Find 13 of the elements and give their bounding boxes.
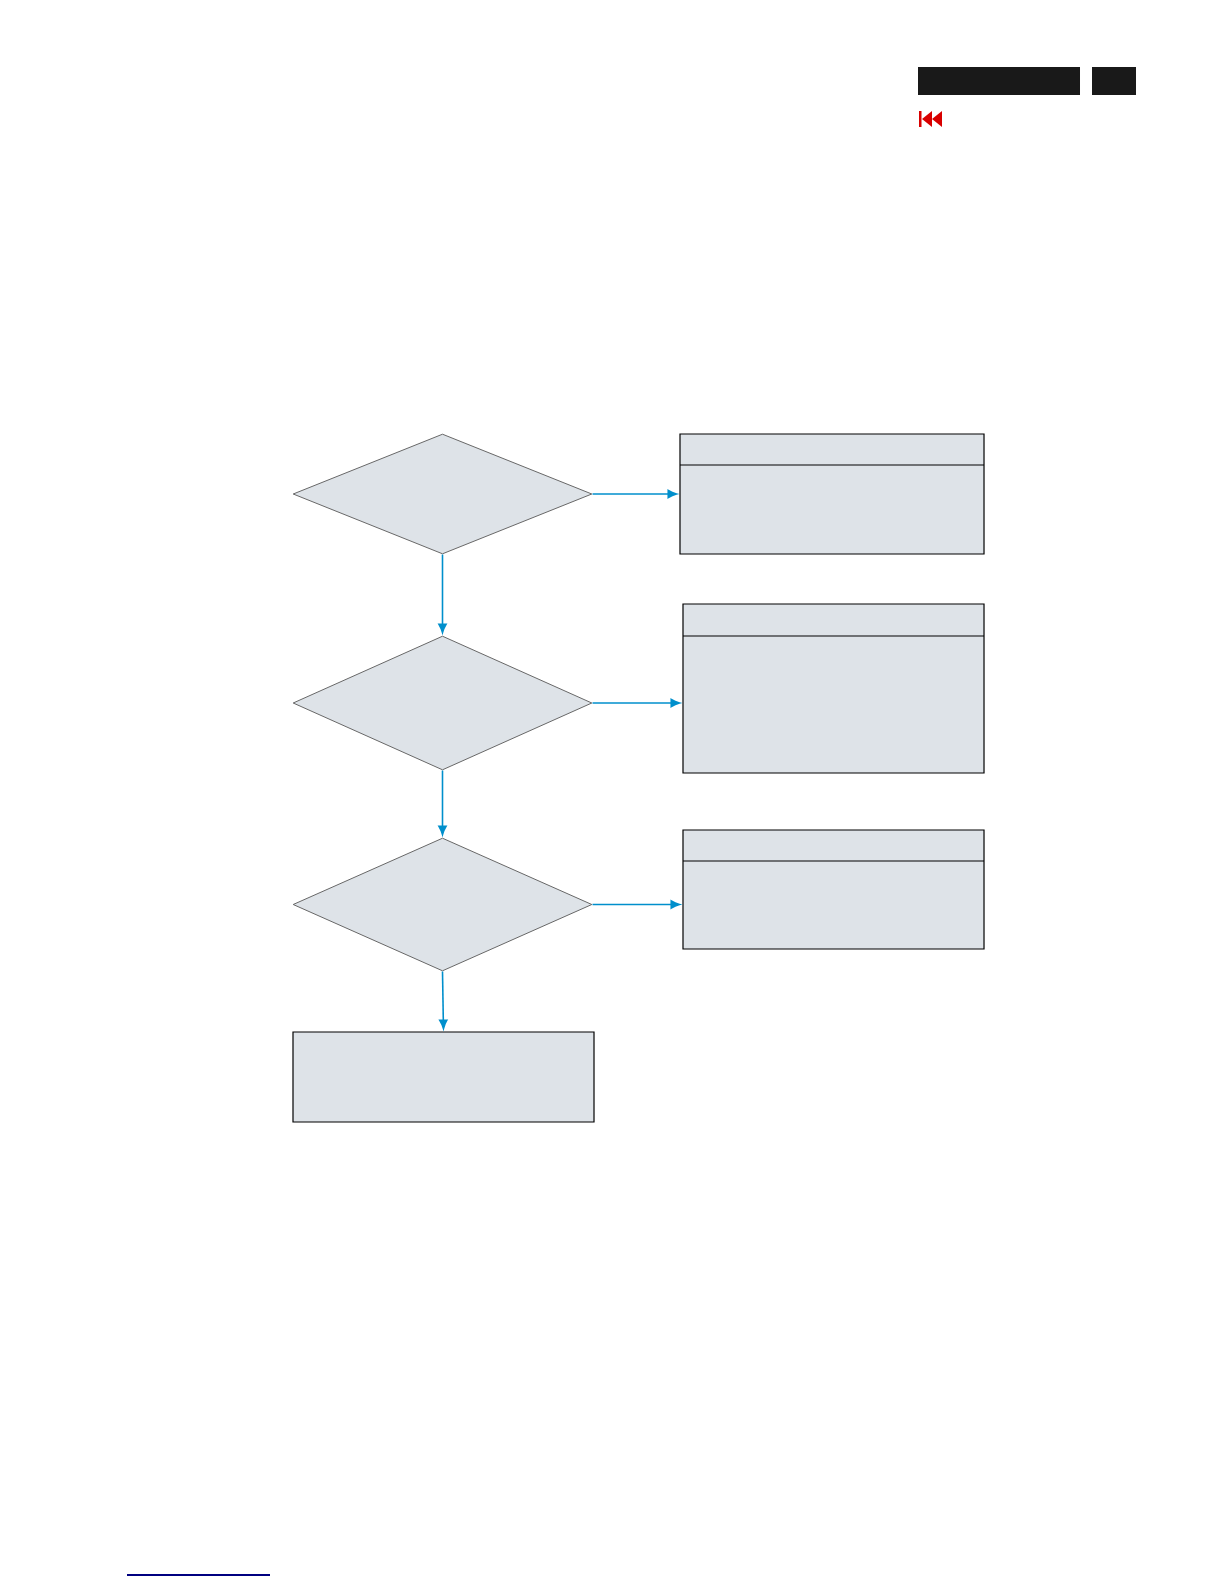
arrow (438, 769, 447, 836)
arrow (438, 553, 447, 634)
arrow (439, 970, 448, 1030)
arrow (591, 900, 681, 909)
process-box (292, 1031, 595, 1123)
decision-diamond (292, 433, 593, 555)
header-box (682, 603, 985, 774)
header-box (682, 829, 985, 950)
header-box (679, 433, 985, 555)
arrow (591, 698, 681, 708)
arrow (591, 489, 678, 499)
decision-diamond (292, 837, 593, 972)
decision-diamond (292, 635, 593, 771)
